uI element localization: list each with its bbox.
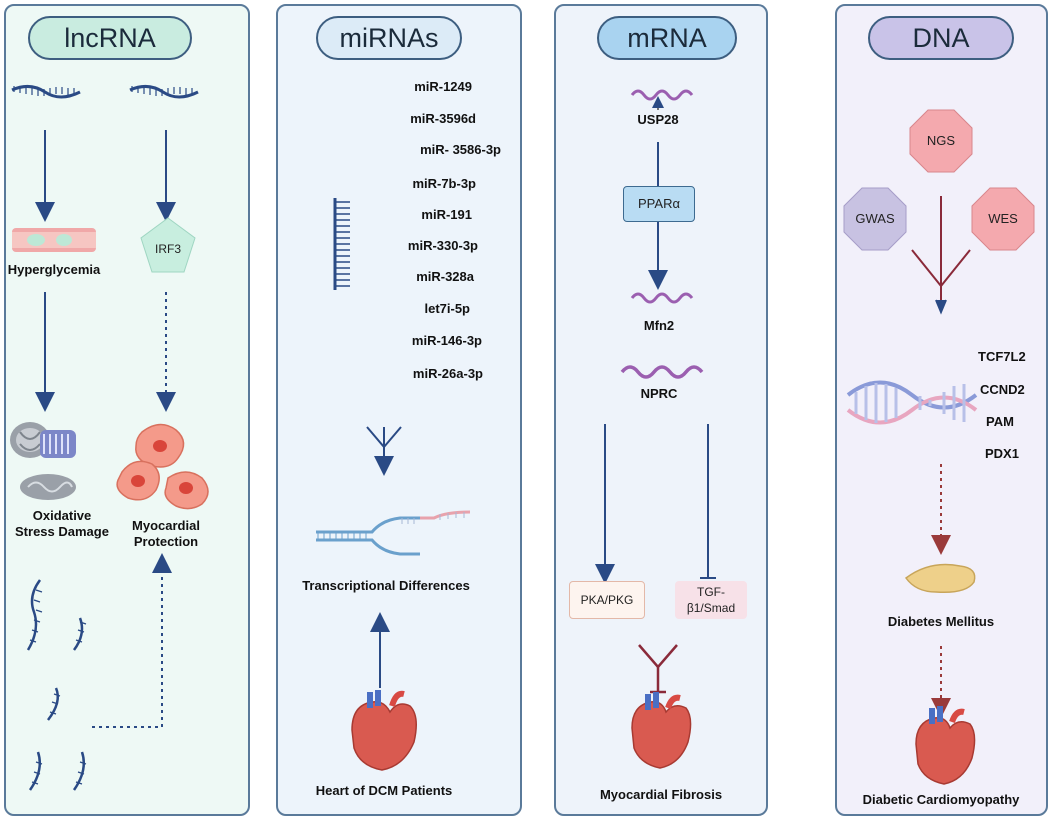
- mirna-hairpin-icon: [333, 198, 350, 290]
- mrna-wave-mfn2: [630, 292, 694, 304]
- mirnas-title: miRNAs: [316, 16, 462, 60]
- heart-icon-mrna: [631, 692, 692, 769]
- mfn2-label: Mfn2: [643, 318, 675, 333]
- heart-dcm-label: Heart of DCM Patients: [315, 783, 453, 798]
- oxidative-stress-label: Oxidative Stress Damage: [15, 508, 109, 539]
- pka-pkg-box: PKA/PKG: [569, 581, 645, 619]
- mrna-wave-nprc: [620, 365, 704, 379]
- mirna-item: miR-191: [421, 207, 472, 222]
- dna-helix-icon: [846, 380, 978, 425]
- heart-icon-dna: [915, 706, 976, 785]
- heart-icon-mirna: [351, 690, 417, 771]
- gene-item: PAM: [986, 414, 1014, 429]
- lncrna-strand-icon-1: [11, 85, 81, 99]
- gene-item: PDX1: [985, 446, 1019, 461]
- mrna-panel: [554, 4, 768, 816]
- transcriptional-differences-label: Transcriptional Differences: [302, 578, 470, 593]
- mirna-item: miR-328a: [416, 269, 474, 284]
- mirnas-panel: [276, 4, 522, 816]
- ppara-box: PPARα: [623, 186, 695, 222]
- nprc-label: NPRC: [640, 386, 678, 401]
- converging-arrow: [366, 426, 402, 476]
- myocardial-protection-label: Myocardial Protection: [132, 518, 200, 549]
- gene-item: TCF7L2: [978, 349, 1026, 364]
- gwas-octagon: [843, 187, 907, 251]
- mirna-item: miR-7b-3p: [412, 176, 476, 191]
- usp28-label: USP28: [637, 112, 679, 127]
- hyperglycemia-label: Hyperglycemia: [7, 262, 101, 277]
- mirna-item: miR-146-3p: [411, 333, 482, 348]
- mirna-item: miR-3596d: [410, 111, 476, 126]
- lncrna-strand-icon-2: [129, 85, 199, 99]
- inhibit-fibrosis: [638, 644, 678, 694]
- lncrna-title: lncRNA: [28, 16, 192, 60]
- rna-strands-icon: [26, 579, 87, 791]
- ngs-octagon: [909, 109, 973, 173]
- inhibit-nprc-tgf: [700, 424, 716, 579]
- cardiomyocyte-icon: [116, 423, 209, 510]
- mrna-wave-usp28: [630, 89, 694, 101]
- diabetic-cardiomyopathy-label: Diabetic Cardiomyopathy: [862, 792, 1020, 807]
- dna-title: DNA: [868, 16, 1014, 60]
- mirna-item: miR-330-3p: [407, 238, 478, 253]
- dotted-return-arrow: [92, 553, 172, 728]
- mirna-item: miR-1249: [414, 79, 472, 94]
- mirna-item: miR- 3586-3p: [420, 142, 501, 157]
- gwas-label: GWAS: [855, 211, 895, 226]
- irf3-pentagon: [140, 217, 196, 273]
- mirna-item: miR-26a-3p: [412, 366, 483, 381]
- wes-label: WES: [988, 211, 1018, 226]
- tgf-box: TGF- β1/Smad: [675, 581, 747, 619]
- diabetes-mellitus-label: Diabetes Mellitus: [887, 614, 995, 629]
- transcription-strands-icon: [316, 510, 471, 556]
- myocardial-fibrosis-label: Myocardial Fibrosis: [599, 787, 723, 802]
- blood-vessel-icon: [12, 228, 96, 252]
- wes-octagon: [971, 187, 1035, 251]
- ngs-label: NGS: [926, 133, 956, 148]
- mirna-item: let7i-5p: [424, 301, 470, 316]
- irf3-label: IRF3: [154, 242, 181, 256]
- dna-panel: [835, 4, 1048, 816]
- mrna-title: mRNA: [597, 16, 737, 60]
- mitochondria-icon: [10, 422, 76, 500]
- dna-converging-arrow: [911, 196, 971, 315]
- gene-item: CCND2: [980, 382, 1025, 397]
- pancreas-icon: [904, 563, 976, 594]
